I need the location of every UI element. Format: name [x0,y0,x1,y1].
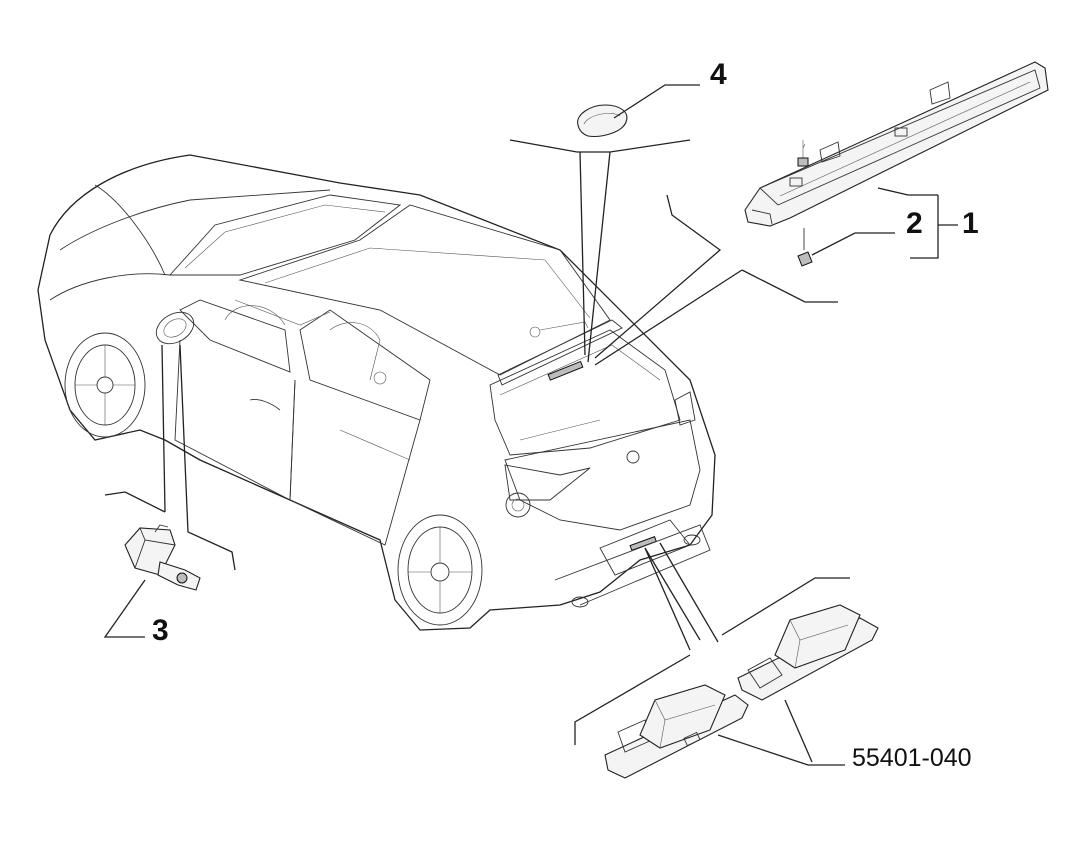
leader-lines [103,84,958,766]
car-illustration [37,154,716,631]
license-plate-light-part [604,604,879,779]
third-brake-light-part [744,61,1049,227]
switch-part [124,524,201,591]
callout-4-label: 4 [710,58,727,91]
callout-1-label: 1 [962,207,979,240]
part-code-label: 55401-040 [852,744,972,772]
callout-3-label: 3 [152,614,169,647]
grommet-part [577,104,628,137]
callout-2-label: 2 [906,207,923,240]
screw-part [797,228,813,267]
